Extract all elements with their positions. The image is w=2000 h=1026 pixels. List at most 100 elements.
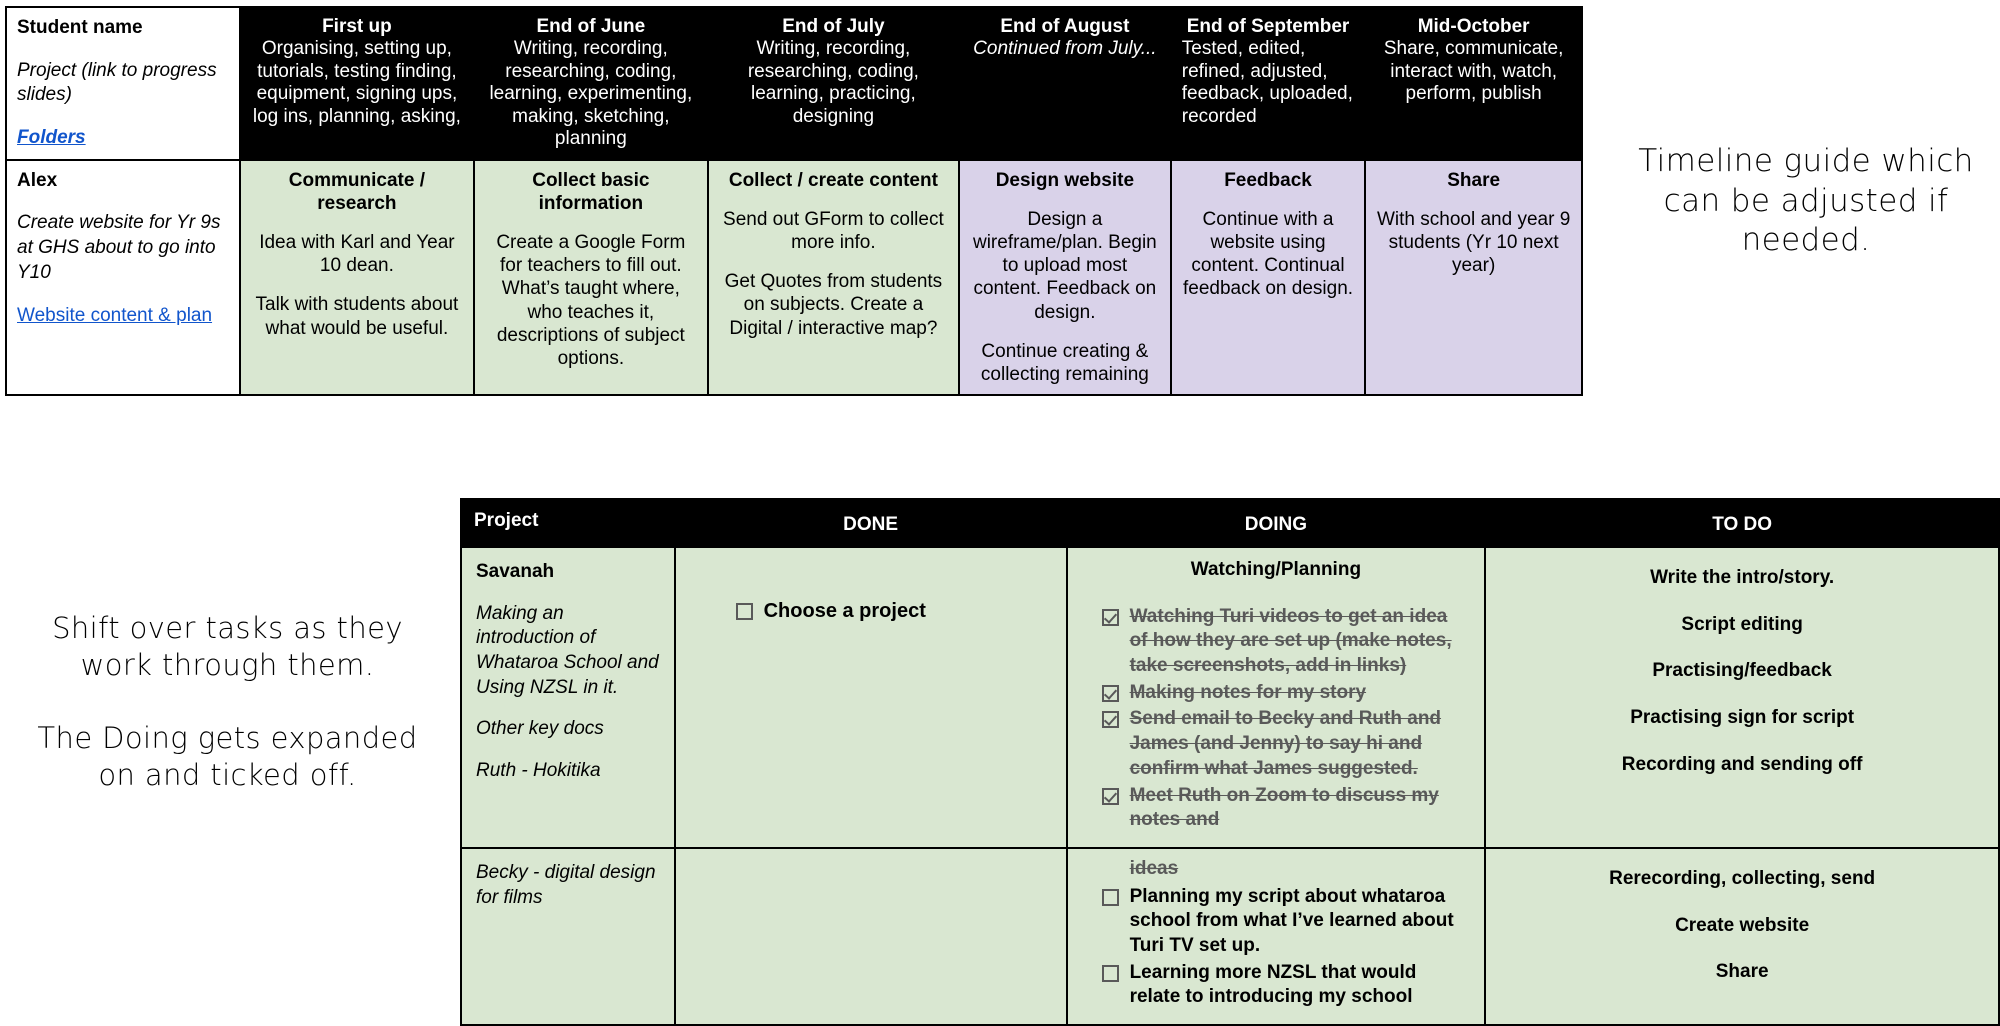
column-subtitle: Share, communicate, interact with, watch… — [1383, 38, 1564, 105]
cell-paragraph: Continue creating & collecting remaining — [980, 340, 1149, 385]
column-subtitle: Writing, recording, researching, coding,… — [489, 38, 693, 150]
kanban-header-project: Project — [460, 498, 676, 548]
cell-paragraph: Talk with students about what would be u… — [255, 294, 459, 339]
checkbox-checked-icon[interactable] — [1101, 608, 1119, 626]
checklist-label: Learning more NZSL that would relate to … — [1129, 961, 1417, 1008]
project-detail: Ruth - Hokitika — [476, 760, 601, 782]
todo-item: Rerecording, collecting, send — [1609, 867, 1876, 889]
cell-paragraph: Create a Google Form for teachers to fil… — [496, 232, 686, 369]
cell-paragraph: Continue with a website using content. C… — [1182, 208, 1354, 300]
checklist-label: Making notes for my story — [1129, 681, 1367, 703]
cell-title: Share — [1447, 169, 1501, 191]
project-detail: Other key docs — [476, 718, 604, 740]
timeline-cell-mid-october[interactable]: Share With school and year 9 students (Y… — [1364, 158, 1583, 397]
kanban-project-cell-becky[interactable]: Becky - digital design for films — [460, 846, 676, 1026]
todo-item: Create website — [1675, 914, 1810, 936]
checklist-item[interactable]: Send email to Becky and Ruth and James (… — [1101, 707, 1469, 781]
kanban-done-cell-savanah[interactable]: Choose a project — [673, 546, 1068, 849]
column-subtitle: Organising, setting up, tutorials, testi… — [252, 38, 461, 127]
checkbox-checked-icon[interactable] — [1101, 711, 1119, 729]
timeline-header-end-of-september: End of September Tested, edited, refined… — [1169, 6, 1367, 161]
shift-tasks-note: Shift over tasks as they work through th… — [20, 610, 435, 794]
kanban-project-cell-savanah[interactable]: Savanah Making an introduction of Whatar… — [460, 546, 676, 849]
checkbox-unchecked-icon[interactable] — [1101, 888, 1119, 906]
folders-link[interactable]: Folders — [17, 127, 86, 149]
cell-paragraph: Design a wireframe/plan. Begin to upload… — [972, 208, 1157, 323]
timeline-table-container: Student name Project (link to progress s… — [5, 6, 1583, 397]
column-subtitle: Continued from July... — [973, 38, 1157, 60]
todo-item: Practising sign for script — [1630, 707, 1855, 729]
doing-overflow-text: ideas — [1129, 857, 1179, 879]
shift-note-line-2: The Doing gets expanded on and ticked of… — [37, 721, 418, 793]
column-title: First up — [322, 16, 392, 37]
timeline-student-row: Alex Create website for Yr 9s at GHS abo… — [5, 158, 1583, 397]
checkbox-unchecked-icon[interactable] — [735, 602, 753, 620]
checklist-item[interactable]: Meet Ruth on Zoom to discuss my notes an… — [1101, 784, 1469, 833]
checklist-item[interactable]: Planning my script about whataroa school… — [1101, 885, 1469, 959]
todo-item: Script editing — [1681, 613, 1803, 635]
timeline-cell-end-of-june[interactable]: Collect basic information Create a Googl… — [472, 158, 709, 397]
student-cell-alex: Alex Create website for Yr 9s at GHS abo… — [5, 158, 241, 397]
timeline-header-row: Student name Project (link to progress s… — [5, 6, 1583, 161]
cell-title: Collect / create content — [728, 169, 938, 191]
checklist-item[interactable]: Making notes for my story — [1101, 681, 1469, 706]
kanban-row-becky: Becky - digital design for films ideas P… — [460, 846, 2000, 1026]
kanban-todo-cell-savanah[interactable]: Write the intro/story. Script editing Pr… — [1484, 546, 2000, 849]
cell-paragraph: Idea with Karl and Year 10 dean. — [259, 232, 455, 277]
kanban-doing-cell-savanah[interactable]: Watching/Planning Watching Turi videos t… — [1065, 546, 1487, 849]
checkbox-checked-icon[interactable] — [1101, 787, 1119, 805]
checklist-item[interactable]: Watching Turi videos to get an idea of h… — [1101, 605, 1469, 679]
shift-note-line-1: Shift over tasks as they work through th… — [52, 611, 403, 683]
checklist-label: Watching Turi videos to get an idea of h… — [1129, 605, 1452, 677]
project-detail: Becky - digital design for films — [476, 861, 656, 908]
timeline-guide-note: Timeline guide which can be adjusted if … — [1638, 143, 1974, 259]
checklist-item[interactable]: Learning more NZSL that would relate to … — [1101, 961, 1469, 1010]
todo-item: Practising/feedback — [1652, 660, 1832, 682]
project-owner-name: Savanah — [476, 561, 555, 582]
kanban-done-cell-becky[interactable] — [673, 846, 1068, 1026]
timeline-cell-end-of-september[interactable]: Feedback Continue with a website using c… — [1169, 158, 1367, 397]
kanban-header-done: DONE — [673, 498, 1068, 548]
checkbox-unchecked-icon[interactable] — [1101, 964, 1119, 982]
checkbox-checked-icon[interactable] — [1101, 684, 1119, 702]
website-content-plan-link[interactable]: Website content & plan — [17, 304, 213, 326]
student-project-description: Create website for Yr 9s at GHS about to… — [17, 212, 221, 283]
cell-paragraph: Get Quotes from students on subjects. Cr… — [724, 271, 943, 339]
checklist-label: Meet Ruth on Zoom to discuss my notes an… — [1129, 784, 1439, 831]
student-name-header: Student name — [17, 17, 143, 38]
kanban-todo-cell-becky[interactable]: Rerecording, collecting, send Create web… — [1484, 846, 2000, 1026]
column-title: Mid-October — [1417, 16, 1530, 37]
checklist-label: Choose a project — [763, 600, 926, 622]
column-subtitle: Tested, edited, refined, adjusted, feedb… — [1181, 38, 1353, 127]
kanban-header-todo: TO DO — [1484, 498, 2000, 548]
timeline-cell-first-up[interactable]: Communicate / research Idea with Karl an… — [238, 158, 475, 397]
checklist-item[interactable]: Choose a project — [735, 598, 1052, 624]
checklist-label: Send email to Becky and Ruth and James (… — [1129, 708, 1442, 779]
doing-section-title: Watching/Planning — [1190, 559, 1362, 580]
cell-title: Design website — [995, 169, 1135, 191]
timeline-cell-end-of-august[interactable]: Design website Design a wireframe/plan. … — [957, 158, 1172, 397]
cell-title: Collect basic information — [532, 169, 650, 214]
todo-item: Share — [1715, 961, 1769, 983]
todo-item: Recording and sending off — [1621, 753, 1863, 775]
column-subtitle: Writing, recording, researching, coding,… — [747, 38, 919, 127]
student-name: Alex — [17, 169, 58, 191]
cell-title: Feedback — [1224, 169, 1312, 191]
column-title: End of August — [1000, 16, 1130, 37]
column-title: End of September — [1186, 16, 1350, 37]
kanban-doing-cell-becky[interactable]: ideas Planning my script about whataroa … — [1065, 846, 1487, 1026]
timeline-header-first-up: First up Organising, setting up, tutoria… — [238, 6, 475, 161]
project-subheader: Project (link to progress slides) — [17, 59, 217, 106]
timeline-cell-end-of-july[interactable]: Collect / create content Send out GForm … — [706, 158, 960, 397]
timeline-header-mid-october: Mid-October Share, communicate, interact… — [1364, 6, 1583, 161]
checklist-label: Planning my script about whataroa school… — [1129, 885, 1454, 956]
project-detail: Making an introduction of Whataroa Schoo… — [476, 602, 659, 698]
kanban-table: Project DONE DOING TO DO Savanah Making … — [460, 498, 2000, 1026]
cell-paragraph: Send out GForm to collect more info. — [723, 208, 944, 254]
timeline-header-end-of-june: End of June Writing, recording, research… — [472, 6, 709, 161]
timeline-header-end-of-august: End of August Continued from July... — [957, 6, 1172, 161]
kanban-row-savanah: Savanah Making an introduction of Whatar… — [460, 546, 2000, 849]
kanban-header-doing: DOING — [1065, 498, 1487, 548]
column-title: End of July — [782, 16, 885, 37]
kanban-header-row: Project DONE DOING TO DO — [460, 498, 2000, 548]
